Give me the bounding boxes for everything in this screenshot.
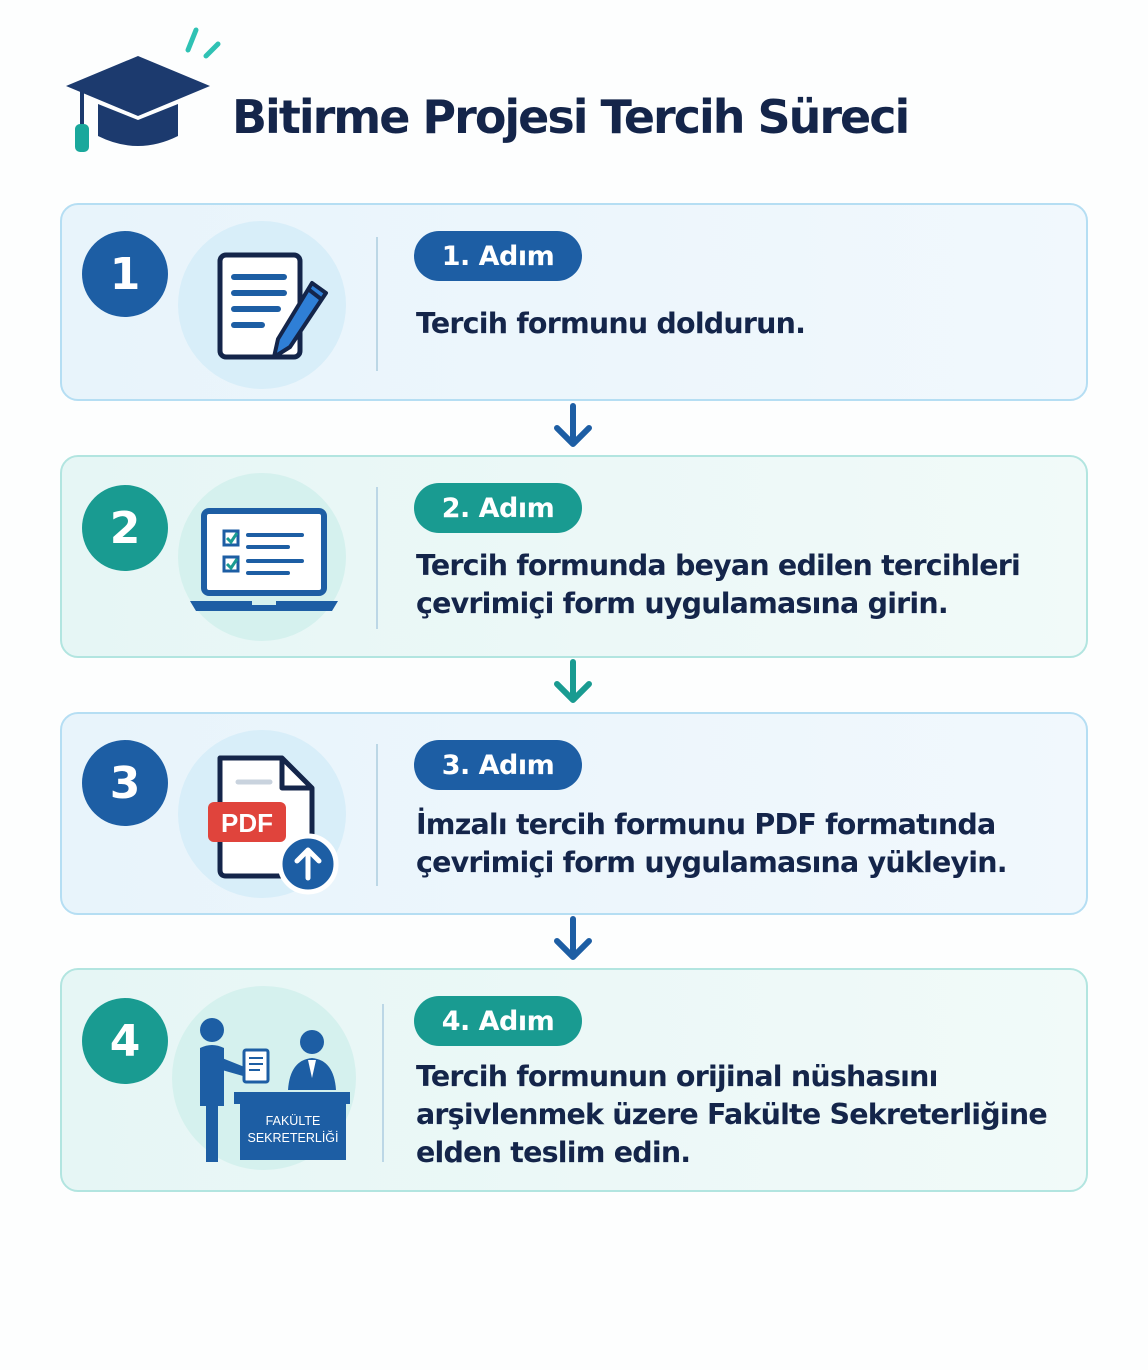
step-description: Tercih formunu doldurun. <box>416 305 1056 343</box>
step-description: İmzalı tercih formunu PDF formatında çev… <box>416 806 1056 882</box>
laptop-checklist-icon <box>190 508 338 611</box>
step-description-line: Tercih formunun orijinal nüshasını <box>416 1060 938 1093</box>
arrow-down-icon <box>554 403 592 447</box>
step-icon-container: PDF <box>178 730 346 898</box>
page-title: Bitirme Projesi Tercih Süreci <box>232 90 910 144</box>
step-description-line: Tercih formunu doldurun. <box>416 307 806 340</box>
divider <box>376 237 378 371</box>
arrow-down-icon <box>554 659 592 703</box>
step-description-line: İmzalı tercih formunu PDF formatında <box>416 808 996 841</box>
step-description: Tercih formunun orijinal nüshasını arşiv… <box>416 1058 1056 1172</box>
step-description-line: arşivlenmek üzere Fakülte Sekreterliğine <box>416 1098 1048 1131</box>
pdf-upload-icon: PDF <box>208 755 339 895</box>
step-number-badge: 4 <box>82 998 168 1084</box>
step-card-2: 2 2. Adım Tercih formunda beyan edilen t… <box>60 455 1088 658</box>
step-card-1: 1 1. Adım Tercih formunu doldurun. <box>60 203 1088 401</box>
arrow-down-icon <box>554 916 592 960</box>
step-icon-container <box>178 473 346 641</box>
step-number-badge: 2 <box>82 485 168 571</box>
divider <box>382 1004 384 1162</box>
step-badge: 2. Adım <box>414 483 582 533</box>
office-handover-icon: FAKÜLTE SEKRETERLİĞİ <box>200 1018 350 1162</box>
graduation-cap-icon <box>66 27 221 152</box>
divider <box>376 487 378 629</box>
step-badge: 4. Adım <box>414 996 582 1046</box>
step-icon-container <box>178 221 346 389</box>
step-description-line: elden teslim edin. <box>416 1136 691 1169</box>
step-description-line: çevrimiçi form uygulamasına girin. <box>416 587 949 620</box>
step-card-3: 3 PDF 3. Adım İmzalı tercih formunu PDF … <box>60 712 1088 915</box>
step-number-badge: 1 <box>82 231 168 317</box>
desk-label-line2: SEKRETERLİĞİ <box>248 1130 339 1145</box>
step-badge: 3. Adım <box>414 740 582 790</box>
desk-label-line1: FAKÜLTE <box>266 1114 321 1128</box>
header: Bitirme Projesi Tercih Süreci <box>60 22 1060 162</box>
step-description: Tercih formunda beyan edilen tercihleri … <box>416 547 1056 623</box>
step-number-badge: 3 <box>82 740 168 826</box>
step-card-4: 4 FAKÜLTE SEKRETERLİĞİ 4. Adım Tercih fo… <box>60 968 1088 1192</box>
step-icon-container: FAKÜLTE SEKRETERLİĞİ <box>172 986 356 1170</box>
step-description-line: çevrimiçi form uygulamasına yükleyin. <box>416 846 1008 879</box>
document-pencil-icon <box>217 252 328 360</box>
divider <box>376 744 378 886</box>
step-badge: 1. Adım <box>414 231 582 281</box>
pdf-label: PDF <box>221 808 273 838</box>
step-description-line: Tercih formunda beyan edilen tercihleri <box>416 549 1021 582</box>
